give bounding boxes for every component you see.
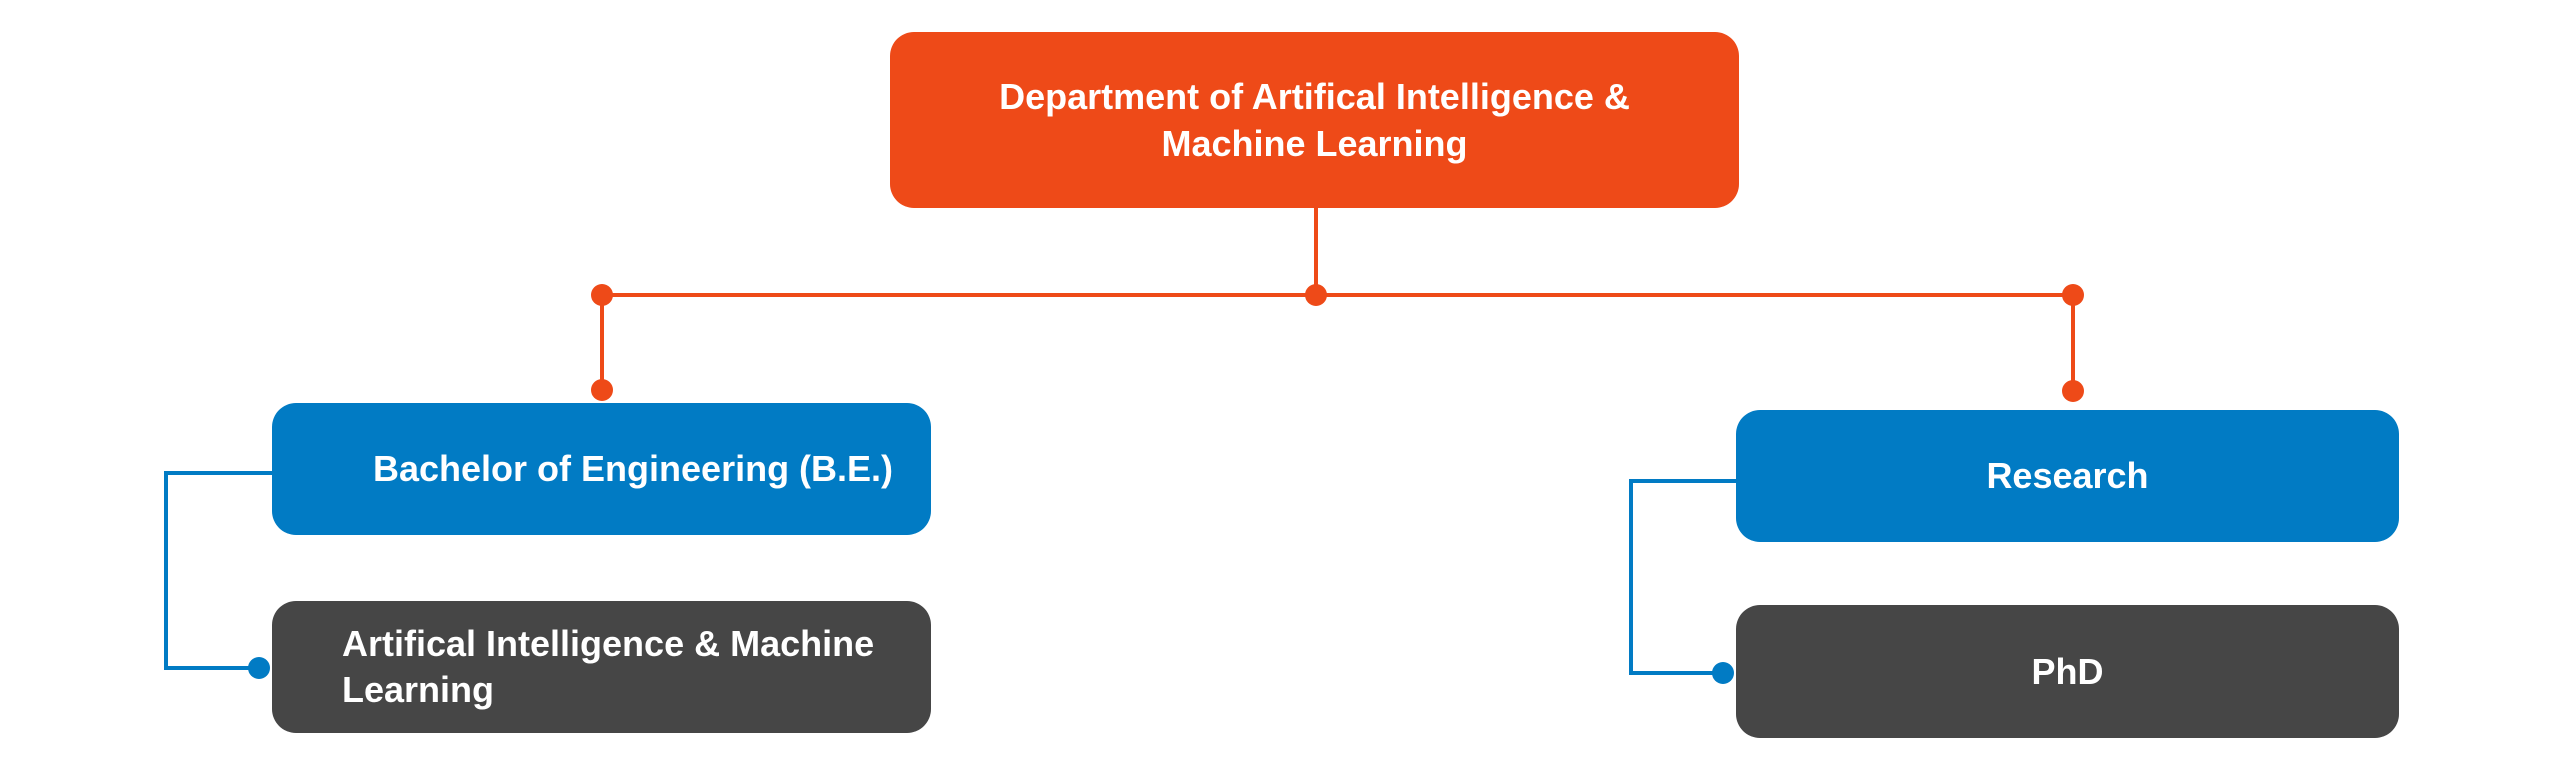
node-aiml-label-line1: Artifical Intelligence & Machine <box>342 623 875 664</box>
research-anchor-dot <box>2062 380 2084 402</box>
node-research[interactable]: Research <box>1736 410 2399 542</box>
node-aiml-label-line2: Learning <box>342 669 495 710</box>
root-node-department[interactable]: Department of Artifical Intelligence & M… <box>890 32 1739 208</box>
aiml-anchor-dot <box>248 657 270 679</box>
node-ai-ml-program[interactable]: Artifical Intelligence & Machine Learnin… <box>272 601 931 733</box>
root-node-label-line1: Department of Artifical Intelligence & <box>999 76 1630 117</box>
bus-right-dot <box>2062 284 2084 306</box>
root-node-label-line2: Machine Learning <box>1161 123 1468 164</box>
bus-center-dot <box>1305 284 1327 306</box>
bachelor-anchor-dot <box>591 379 613 401</box>
research-to-phd-bracket <box>1629 479 1736 675</box>
node-bachelor-of-engineering[interactable]: Bachelor of Engineering (B.E.) <box>272 403 931 535</box>
node-bachelor-label: Bachelor of Engineering (B.E.) <box>373 448 894 489</box>
node-phd[interactable]: PhD <box>1736 605 2399 738</box>
bachelor-to-aiml-bracket <box>164 471 272 670</box>
bus-left-dot <box>591 284 613 306</box>
node-phd-label: PhD <box>2031 650 2104 692</box>
phd-anchor-dot <box>1712 662 1734 684</box>
node-research-label: Research <box>1986 455 2149 496</box>
